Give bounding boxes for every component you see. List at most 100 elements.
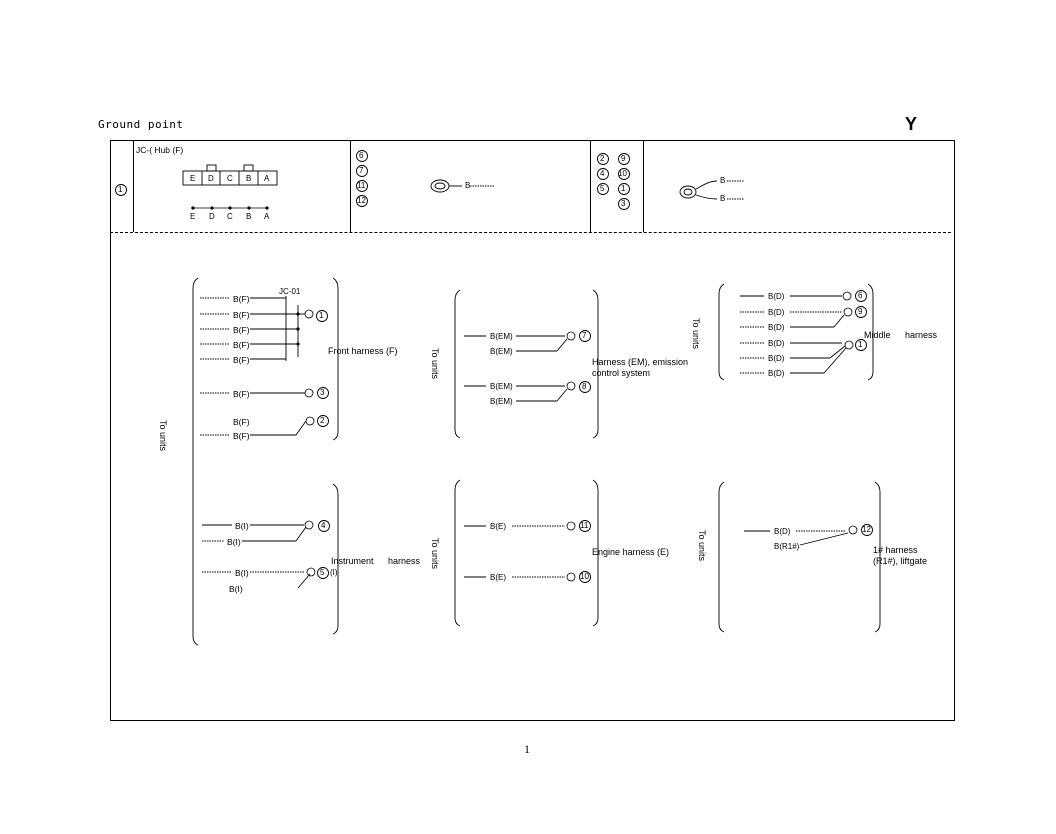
- group-label: harness: [905, 330, 938, 340]
- wire-label: B(D): [768, 292, 785, 301]
- ground-ref: 9: [858, 307, 863, 316]
- header-double-number: 4: [600, 169, 605, 178]
- header-double-number: 3: [621, 199, 626, 208]
- wire-label: B(EM): [490, 397, 513, 406]
- to-units-label: To units: [430, 348, 440, 380]
- double-terminal-wire: B: [720, 194, 726, 203]
- wire-label: B(F): [233, 325, 250, 335]
- double-ring-terminal-icon: [679, 185, 697, 199]
- hub-pin: A: [264, 174, 270, 183]
- wire-label: B(EM): [490, 332, 513, 341]
- header-separator: [110, 232, 951, 233]
- page-number: 1: [524, 742, 530, 756]
- ref-circle: [115, 184, 127, 196]
- group-label: Harness (EM), emission: [592, 357, 689, 367]
- to-units-label: To units: [430, 538, 440, 570]
- ring-terminal-wire: B: [465, 181, 471, 190]
- ground-ref: 7: [582, 331, 587, 340]
- hub-label: JC-( Hub (F): [136, 145, 184, 155]
- header-double-number: 1: [621, 184, 626, 193]
- wire-label: B(D): [768, 339, 785, 348]
- hub-connector-body: [182, 170, 278, 186]
- hub-bottom-pin: A: [264, 212, 270, 221]
- wire-label: B(F): [233, 417, 250, 427]
- header-ring-number: 7: [359, 166, 364, 175]
- wire-label: B(I): [235, 521, 249, 531]
- wire-label: B(I): [235, 568, 249, 578]
- wire-label: B(E): [490, 522, 506, 531]
- wire-label: B(F): [233, 355, 250, 365]
- diagram-frame: [110, 140, 955, 721]
- ground-ref: 12: [862, 525, 871, 534]
- group-label: 1# harness: [873, 545, 918, 555]
- header-ring-number: 6: [359, 151, 364, 160]
- ground-ref: 1: [319, 311, 324, 320]
- wire-label: B(EM): [490, 382, 513, 391]
- header-divider: [350, 141, 351, 232]
- wire-label: B(F): [233, 294, 250, 304]
- section-letter: Y: [905, 114, 918, 134]
- wire-label: B(I): [229, 584, 243, 594]
- header-double-number: 9: [621, 154, 626, 163]
- ref-number: 1: [118, 185, 123, 194]
- group-label: Front harness (F): [328, 346, 398, 356]
- wire-label: B(D): [768, 323, 785, 332]
- wire-label: B(D): [774, 527, 791, 536]
- header-ring-number: 11: [357, 181, 366, 190]
- to-units-label: To units: [697, 530, 707, 562]
- ground-ref-circles: [316, 150, 873, 583]
- header-divider: [643, 141, 644, 232]
- hub-bottom-pin: C: [227, 212, 233, 221]
- connector-label: JC-01: [279, 287, 301, 296]
- hub-bottom-pin: B: [246, 212, 252, 221]
- ground-wires: [200, 295, 849, 589]
- ground-ref: 10: [580, 572, 589, 581]
- group-label: harness: [388, 556, 421, 566]
- ground-ref: 4: [321, 521, 326, 530]
- ring-terminal-icon: [430, 179, 450, 193]
- header-divider: [590, 141, 591, 232]
- ground-ref: 3: [320, 388, 325, 397]
- to-units-label: To units: [158, 420, 168, 452]
- group-label: Instrument: [331, 556, 374, 566]
- page-title: Ground point: [98, 118, 184, 131]
- wire-label: B(D): [768, 308, 785, 317]
- header-divider: [133, 141, 134, 232]
- wire-label: B(F): [233, 389, 250, 399]
- header-double-number: 2: [600, 154, 605, 163]
- wire-label: B(EM): [490, 347, 513, 356]
- hub-pin: C: [227, 174, 233, 183]
- hub-bottom-pin: E: [190, 212, 196, 221]
- wire-label: B(E): [490, 573, 506, 582]
- ground-ref: 6: [858, 291, 863, 300]
- group-label: (R1#), liftgate: [873, 556, 928, 566]
- group-label: Engine harness (E): [592, 547, 670, 557]
- wire-label: B(I): [227, 537, 241, 547]
- group-label: Middle: [864, 330, 891, 340]
- ground-ref: 5: [320, 568, 325, 577]
- wire-label: B(F): [233, 340, 250, 350]
- hub-pin: B: [246, 174, 252, 183]
- to-units-label: To units: [691, 318, 701, 350]
- group-brackets: [192, 277, 881, 646]
- ground-ref: 11: [580, 521, 589, 530]
- hub-bottom-pin: D: [209, 212, 215, 221]
- double-terminal-wire: B: [720, 176, 726, 185]
- wire-label: B(F): [233, 310, 250, 320]
- ground-ref: (I): [330, 568, 338, 577]
- wire-label: B(D): [768, 369, 785, 378]
- ground-ref: 1: [858, 340, 863, 349]
- header-double-number: 5: [600, 184, 605, 193]
- ground-ref: 2: [320, 416, 325, 425]
- wire-label: B(R1#): [774, 542, 800, 551]
- hub-pin: E: [190, 174, 196, 183]
- group-label: control system: [592, 368, 651, 378]
- header-double-number: 10: [618, 169, 627, 178]
- hub-pin: D: [208, 174, 214, 183]
- wire-label: B(F): [233, 431, 250, 441]
- wire-label: B(D): [768, 354, 785, 363]
- ground-terminal-icons: [304, 291, 858, 582]
- ground-ref: 8: [582, 382, 587, 391]
- header-ring-number: 12: [357, 196, 366, 205]
